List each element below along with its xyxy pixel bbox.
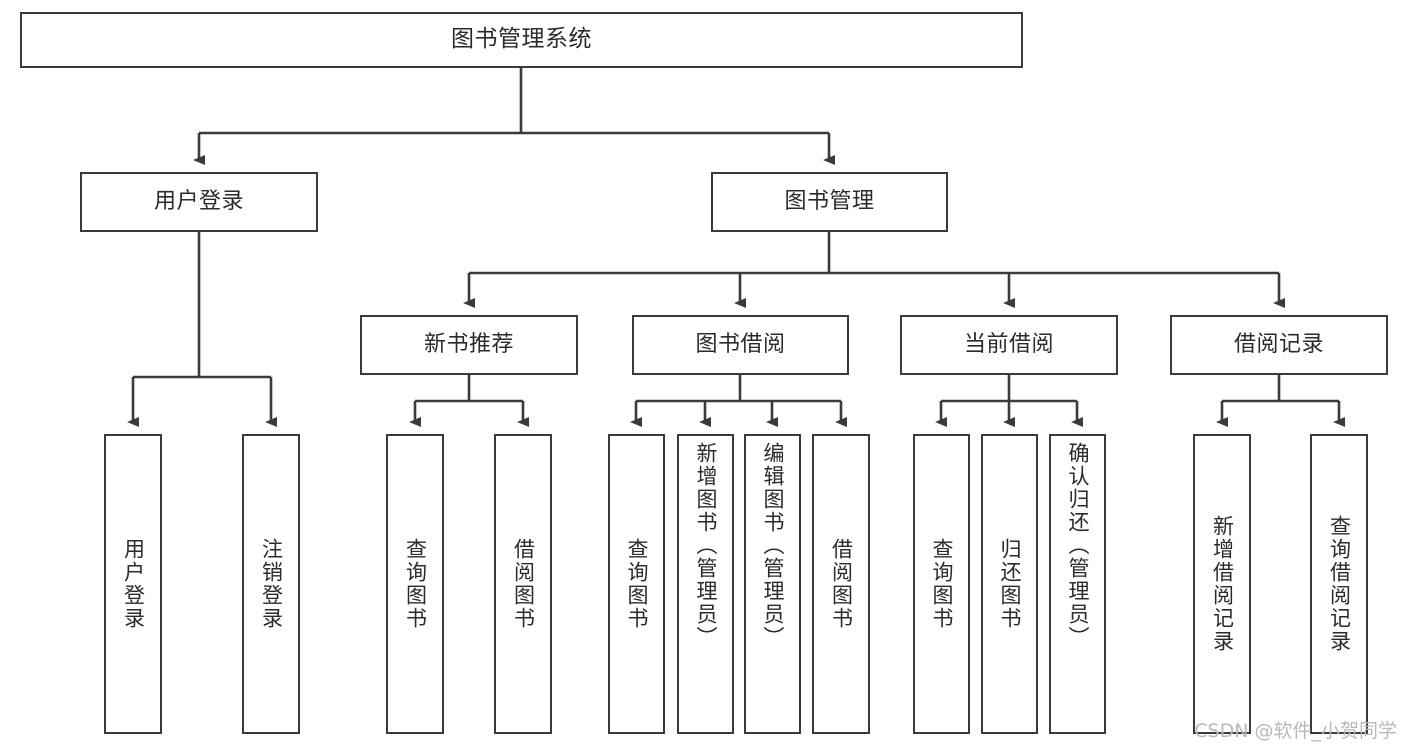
- node-root[interactable]: 图书管理系统: [20, 12, 1023, 68]
- node-leaf-user-login[interactable]: 用户登录: [104, 434, 162, 734]
- node-leaf-user-logout[interactable]: 注销登录: [242, 434, 300, 734]
- node-leaf-confirm-return-label: 确认归还（管理员）: [1066, 442, 1090, 649]
- node-leaf-return-book[interactable]: 归还图书: [981, 434, 1038, 734]
- node-new-book-rec[interactable]: 新书推荐: [360, 315, 578, 375]
- node-leaf-user-login-label: 用户登录: [121, 538, 146, 630]
- node-leaf-query-book-3-label: 查询图书: [930, 538, 954, 630]
- node-leaf-query-record-label: 查询借阅记录: [1327, 515, 1352, 653]
- node-leaf-add-record[interactable]: 新增借阅记录: [1193, 434, 1251, 734]
- node-book-manage-label: 图书管理: [784, 189, 875, 215]
- node-leaf-borrow-book-1[interactable]: 借阅图书: [494, 434, 552, 734]
- node-current-borrow-label: 当前借阅: [963, 332, 1054, 358]
- node-leaf-query-record[interactable]: 查询借阅记录: [1310, 434, 1368, 734]
- node-current-borrow[interactable]: 当前借阅: [900, 315, 1118, 375]
- node-borrow-record[interactable]: 借阅记录: [1170, 315, 1388, 375]
- node-root-label: 图书管理系统: [451, 26, 592, 53]
- node-book-borrow[interactable]: 图书借阅: [632, 315, 849, 375]
- node-leaf-query-book-2[interactable]: 查询图书: [608, 434, 665, 734]
- node-leaf-user-logout-label: 注销登录: [259, 538, 284, 630]
- node-user-login[interactable]: 用户登录: [80, 172, 318, 232]
- node-leaf-add-book-label: 新增图书（管理员）: [694, 442, 718, 649]
- node-leaf-borrow-book-2[interactable]: 借阅图书: [812, 434, 870, 734]
- node-leaf-confirm-return[interactable]: 确认归还（管理员）: [1049, 434, 1106, 734]
- node-leaf-add-record-label: 新增借阅记录: [1210, 515, 1235, 653]
- node-leaf-edit-book-label: 编辑图书（管理员）: [761, 442, 785, 649]
- node-leaf-borrow-book-1-label: 借阅图书: [511, 538, 536, 630]
- node-leaf-query-book-2-label: 查询图书: [625, 538, 649, 630]
- node-user-login-label: 用户登录: [153, 189, 244, 215]
- node-new-book-rec-label: 新书推荐: [423, 332, 514, 358]
- node-book-manage[interactable]: 图书管理: [711, 172, 948, 232]
- node-leaf-query-book-1-label: 查询图书: [403, 538, 428, 630]
- node-book-borrow-label: 图书借阅: [695, 332, 786, 358]
- node-leaf-edit-book[interactable]: 编辑图书（管理员）: [744, 434, 801, 734]
- node-leaf-borrow-book-2-label: 借阅图书: [829, 538, 854, 630]
- node-leaf-query-book-1[interactable]: 查询图书: [386, 434, 444, 734]
- node-leaf-query-book-3[interactable]: 查询图书: [913, 434, 970, 734]
- csdn-watermark: CSDN @软件_小贺同学: [1194, 720, 1397, 742]
- node-borrow-record-label: 借阅记录: [1233, 332, 1324, 358]
- node-leaf-return-book-label: 归还图书: [998, 538, 1022, 630]
- node-leaf-add-book[interactable]: 新增图书（管理员）: [677, 434, 734, 734]
